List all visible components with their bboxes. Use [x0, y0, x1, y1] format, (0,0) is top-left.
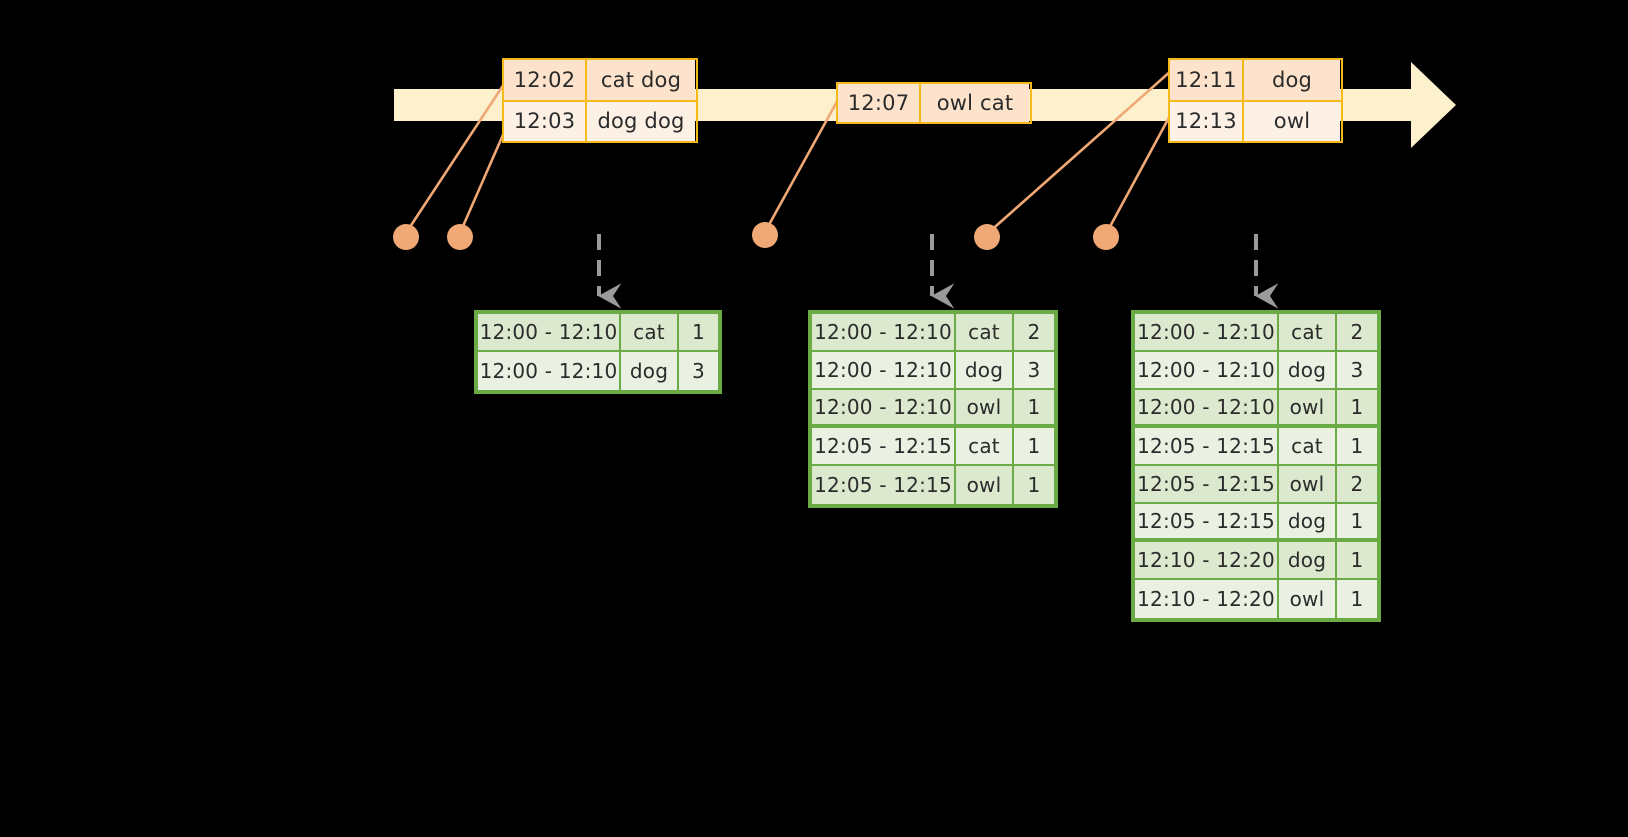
cell-key: cat [956, 428, 1014, 466]
cell-count: 1 [1337, 580, 1377, 618]
result-table-after-12-03[interactable]: 12:00 - 12:10 cat 1 12:00 - 12:10 dog 3 [474, 310, 722, 394]
event-value: cat dog [587, 60, 695, 100]
cell-count: 2 [1337, 466, 1377, 504]
cell-window: 12:05 - 12:15 [812, 466, 956, 504]
cell-count: 1 [1337, 542, 1377, 580]
event-box-12-11-12-13[interactable]: 12:11 dog 12:13 owl [1168, 58, 1343, 143]
result-table-after-12-07[interactable]: 12:00 - 12:10 cat 2 12:00 - 12:10 dog 3 … [808, 310, 1058, 508]
cell-key: dog [1279, 542, 1337, 580]
event-box-12-02-12-03[interactable]: 12:02 cat dog 12:03 dog dog [502, 58, 698, 143]
cell-key: owl [956, 466, 1014, 504]
cell-count: 3 [1014, 352, 1054, 390]
table-row: 12:05 - 12:15 owl 1 [812, 466, 1054, 504]
cell-count: 1 [1014, 466, 1054, 504]
table-row: 12:00 - 12:10 owl 1 [1135, 390, 1377, 428]
event-value: dog [1244, 60, 1340, 100]
event-time: 12:07 [838, 84, 921, 122]
cell-count: 3 [679, 352, 718, 390]
cell-key: dog [1279, 504, 1337, 542]
cell-key: owl [1279, 390, 1337, 428]
cell-window: 12:00 - 12:10 [1135, 390, 1279, 428]
event-row: 12:03 dog dog [504, 99, 696, 141]
event-time: 12:02 [504, 60, 587, 100]
cell-count: 1 [1014, 390, 1054, 428]
cell-key: dog [621, 352, 679, 390]
table-row: 12:00 - 12:10 cat 2 [1135, 314, 1377, 352]
marker-dot-12-03 [447, 224, 473, 250]
cell-window: 12:00 - 12:10 [812, 314, 956, 352]
event-time: 12:13 [1170, 101, 1244, 141]
cell-count: 1 [1337, 428, 1377, 466]
cell-count: 2 [1014, 314, 1054, 352]
cell-count: 3 [1337, 352, 1377, 390]
table-row: 12:10 - 12:20 owl 1 [1135, 580, 1377, 618]
table-row: 12:00 - 12:10 dog 3 [812, 352, 1054, 390]
cell-count: 1 [1014, 428, 1054, 466]
marker-dot-12-02 [393, 224, 419, 250]
table-row: 12:05 - 12:15 cat 1 [812, 428, 1054, 466]
cell-key: owl [956, 390, 1014, 428]
event-time: 12:11 [1170, 60, 1244, 100]
cell-count: 1 [1337, 390, 1377, 428]
cell-window: 12:10 - 12:20 [1135, 542, 1279, 580]
cell-window: 12:05 - 12:15 [1135, 504, 1279, 542]
timeline-arrowhead-icon [1411, 62, 1456, 148]
cell-window: 12:00 - 12:10 [1135, 314, 1279, 352]
cell-window: 12:00 - 12:10 [478, 314, 621, 352]
cell-window: 12:00 - 12:10 [1135, 352, 1279, 390]
cell-window: 12:10 - 12:20 [1135, 580, 1279, 618]
table-row: 12:00 - 12:10 cat 2 [812, 314, 1054, 352]
event-row: 12:02 cat dog [504, 60, 696, 100]
table-row: 12:00 - 12:10 dog 3 [1135, 352, 1377, 390]
event-row: 12:07 owl cat [838, 84, 1030, 122]
cell-key: owl [1279, 466, 1337, 504]
cell-window: 12:00 - 12:10 [478, 352, 621, 390]
cell-count: 1 [1337, 504, 1377, 542]
table-row: 12:05 - 12:15 cat 1 [1135, 428, 1377, 466]
event-value: owl cat [921, 84, 1029, 122]
event-time: 12:03 [504, 101, 587, 141]
cell-window: 12:00 - 12:10 [812, 390, 956, 428]
cell-key: cat [1279, 428, 1337, 466]
table-row: 12:00 - 12:10 cat 1 [478, 314, 718, 352]
cell-window: 12:00 - 12:10 [812, 352, 956, 390]
cell-key: dog [1279, 352, 1337, 390]
cell-key: cat [956, 314, 1014, 352]
cell-key: dog [956, 352, 1014, 390]
table-row: 12:05 - 12:15 owl 2 [1135, 466, 1377, 504]
cell-window: 12:05 - 12:15 [1135, 428, 1279, 466]
cell-count: 2 [1337, 314, 1377, 352]
event-value: owl [1244, 101, 1340, 141]
event-row: 12:11 dog [1170, 60, 1341, 100]
cell-window: 12:05 - 12:15 [812, 428, 956, 466]
marker-dot-12-07 [752, 222, 778, 248]
event-value: dog dog [587, 101, 695, 141]
cell-count: 1 [679, 314, 718, 352]
marker-dot-12-13 [1093, 224, 1119, 250]
table-row: 12:00 - 12:10 dog 3 [478, 352, 718, 390]
event-box-12-07[interactable]: 12:07 owl cat [836, 82, 1032, 124]
table-row: 12:05 - 12:15 dog 1 [1135, 504, 1377, 542]
table-row: 12:10 - 12:20 dog 1 [1135, 542, 1377, 580]
cell-key: cat [621, 314, 679, 352]
event-row: 12:13 owl [1170, 99, 1341, 141]
table-row: 12:00 - 12:10 owl 1 [812, 390, 1054, 428]
cell-key: owl [1279, 580, 1337, 618]
cell-window: 12:05 - 12:15 [1135, 466, 1279, 504]
marker-dot-12-11 [974, 224, 1000, 250]
cell-key: cat [1279, 314, 1337, 352]
result-table-after-12-13[interactable]: 12:00 - 12:10 cat 2 12:00 - 12:10 dog 3 … [1131, 310, 1381, 622]
